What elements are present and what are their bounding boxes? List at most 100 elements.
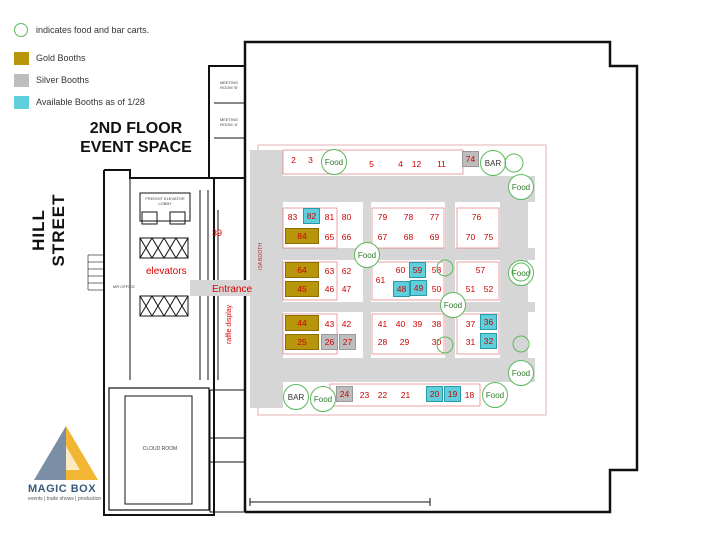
booth-62[interactable]: 62 — [341, 266, 352, 276]
booth-59[interactable]: 59 — [409, 262, 426, 278]
entrance-label: Entrance — [212, 284, 253, 295]
booth-46[interactable]: 46 — [324, 284, 335, 294]
legend-food-carts-label: indicates food and bar carts. — [36, 25, 150, 35]
legend-gold-label: Gold Booths — [36, 53, 86, 63]
legend-gold: Gold Booths — [14, 50, 86, 66]
booth-60[interactable]: 60 — [395, 265, 406, 275]
booth-18[interactable]: 18 — [464, 390, 475, 400]
booth-83[interactable]: 83 — [287, 212, 298, 222]
booth-20[interactable]: 20 — [426, 386, 443, 402]
bar-cart[interactable]: BAR — [480, 150, 506, 176]
booth-5[interactable]: 5 — [369, 159, 374, 169]
booth-39-side-label: 39 — [212, 228, 223, 238]
booth-19[interactable]: 19 — [444, 386, 461, 402]
silver-swatch — [14, 73, 29, 87]
booth-79[interactable]: 79 — [377, 212, 388, 222]
booth-77[interactable]: 77 — [429, 212, 440, 222]
food-cart[interactable]: Food — [310, 386, 336, 412]
booth-49[interactable]: 49 — [410, 280, 427, 296]
legend-available-label: Available Booths as of 1/28 — [36, 97, 145, 107]
booth-63[interactable]: 63 — [324, 266, 335, 276]
booth-31[interactable]: 31 — [465, 337, 476, 347]
booth-48[interactable]: 48 — [393, 281, 410, 297]
logo-tagline: events | trade shows | production — [28, 496, 102, 502]
booth-78[interactable]: 78 — [403, 212, 414, 222]
food-cart[interactable]: Food — [508, 260, 534, 286]
booth-37[interactable]: 37 — [465, 319, 476, 329]
bar-cart[interactable]: BAR — [283, 384, 309, 410]
booth-84[interactable]: 84 — [285, 228, 319, 244]
food-cart[interactable]: Food — [354, 242, 380, 268]
booth-70[interactable]: 70 — [465, 232, 476, 242]
booth-69[interactable]: 69 — [429, 232, 440, 242]
booth-52[interactable]: 52 — [483, 284, 494, 294]
booth-67[interactable]: 67 — [377, 232, 388, 242]
floor-title-line2: EVENT SPACE — [80, 139, 192, 156]
booth-12[interactable]: 12 — [411, 159, 422, 169]
booth-28[interactable]: 28 — [377, 337, 388, 347]
food-cart[interactable]: Food — [321, 149, 347, 175]
meeting-room-b-label: MEETING ROOM 'B' — [219, 80, 239, 90]
booth-23[interactable]: 23 — [359, 390, 370, 400]
booth-21[interactable]: 21 — [400, 390, 411, 400]
booth-42[interactable]: 42 — [341, 319, 352, 329]
food-cart[interactable]: Food — [508, 174, 534, 200]
legend-available: Available Booths as of 1/28 — [14, 94, 145, 110]
booth-57[interactable]: 57 — [475, 265, 486, 275]
booth-82[interactable]: 82 — [303, 208, 320, 224]
booth-74[interactable]: 74 — [462, 151, 479, 167]
booth-58[interactable]: 58 — [431, 265, 442, 275]
booth-22[interactable]: 22 — [377, 390, 388, 400]
booth-51[interactable]: 51 — [465, 284, 476, 294]
booth-81[interactable]: 81 — [324, 212, 335, 222]
circle-icon — [14, 23, 28, 37]
freight-lobby-label: FREIGHT ELEVATOR LOBBY — [145, 196, 185, 206]
booth-11[interactable]: 11 — [437, 159, 446, 169]
legend-silver-label: Silver Booths — [36, 75, 90, 85]
booth-3[interactable]: 3 — [308, 155, 313, 165]
booth-29[interactable]: 29 — [399, 337, 410, 347]
booth-2[interactable]: 2 — [291, 155, 296, 165]
magic-box-logo-icon — [34, 426, 98, 480]
booth-40[interactable]: 40 — [395, 319, 406, 329]
cloud-room-label: CLOUD ROOM — [142, 446, 178, 452]
booth-44[interactable]: 44 — [285, 315, 319, 331]
booth-68[interactable]: 68 — [403, 232, 414, 242]
booth-41[interactable]: 41 — [377, 319, 388, 329]
booth-27[interactable]: 27 — [339, 334, 356, 350]
booth-43[interactable]: 43 — [324, 319, 335, 329]
booth-30[interactable]: 30 — [431, 337, 442, 347]
booth-45[interactable]: 45 — [285, 281, 319, 297]
raffle-display-label: raffle display — [226, 304, 233, 344]
booth-4[interactable]: 4 — [398, 159, 403, 169]
booth-64[interactable]: 64 — [285, 262, 319, 278]
booth-66[interactable]: 66 — [341, 232, 352, 242]
logo-name: MAGIC BOX — [28, 483, 97, 495]
booth-47[interactable]: 47 — [341, 284, 352, 294]
legend-silver: Silver Booths — [14, 72, 89, 88]
available-swatch — [14, 95, 29, 109]
floor-title-line1: 2ND FLOOR — [89, 120, 183, 137]
isa-booth-label: ISA BOOTH — [258, 243, 264, 270]
booth-61[interactable]: 61 — [375, 275, 386, 285]
food-cart[interactable]: Food — [482, 382, 508, 408]
booth-26[interactable]: 26 — [321, 334, 338, 350]
booth-38[interactable]: 38 — [431, 319, 442, 329]
booth-76[interactable]: 76 — [471, 212, 482, 222]
booth-80[interactable]: 80 — [341, 212, 352, 222]
booth-25[interactable]: 25 — [285, 334, 319, 350]
food-cart[interactable]: Food — [508, 360, 534, 386]
booth-36[interactable]: 36 — [480, 314, 497, 330]
elevators-label: elevators — [146, 266, 187, 277]
booth-75[interactable]: 75 — [483, 232, 494, 242]
food-cart[interactable]: Food — [440, 292, 466, 318]
booth-24[interactable]: 24 — [336, 386, 353, 402]
floor-title: 2ND FLOOR EVENT SPACE — [76, 119, 196, 157]
booth-32[interactable]: 32 — [480, 333, 497, 349]
legend-food-carts: indicates food and bar carts. — [14, 22, 149, 38]
booth-50[interactable]: 50 — [431, 284, 442, 294]
booth-39[interactable]: 39 — [412, 319, 423, 329]
mr-office-label: MR OFFICE — [113, 284, 135, 289]
booth-65[interactable]: 65 — [324, 232, 335, 242]
